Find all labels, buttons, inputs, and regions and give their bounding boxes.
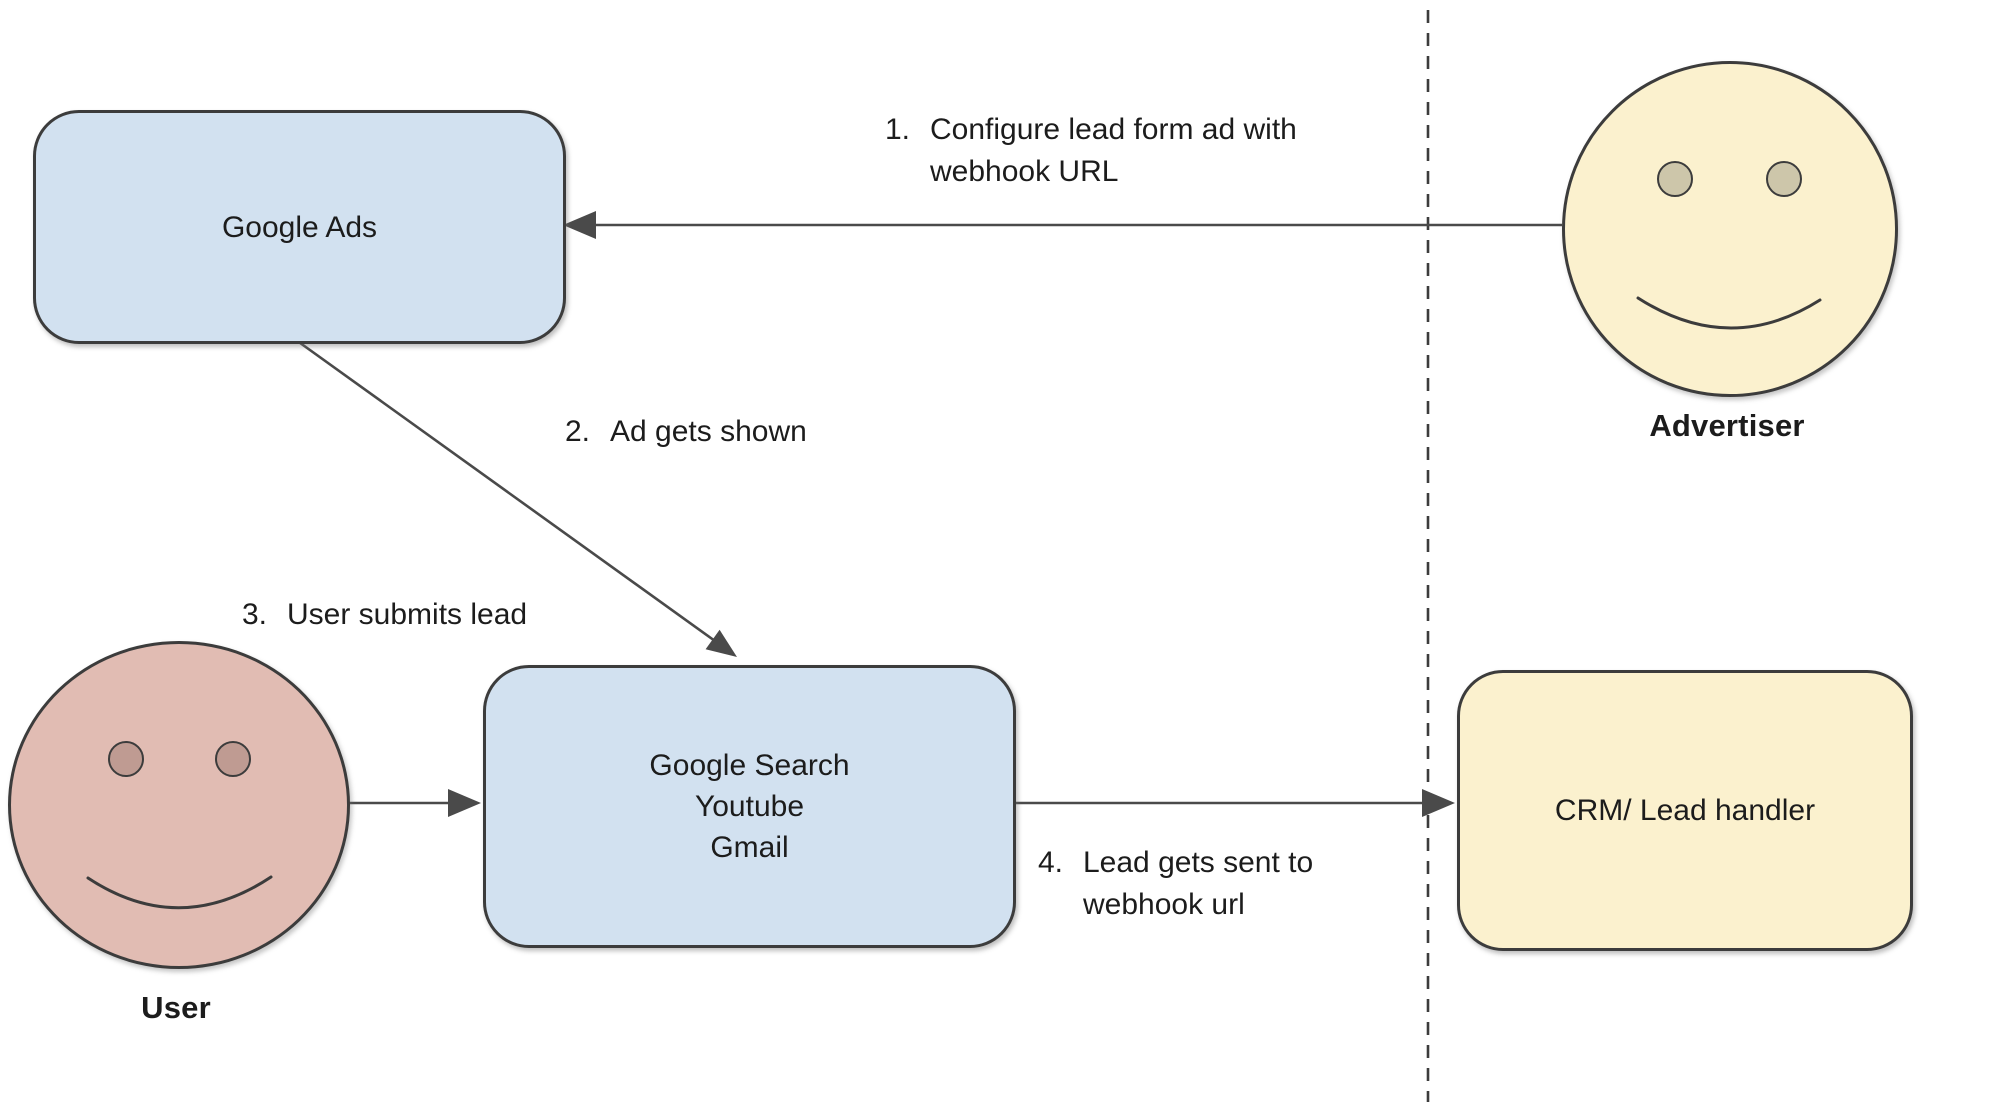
node-platforms-line1: Google Search	[649, 749, 850, 782]
advertiser-label: Advertiser	[1649, 408, 1805, 443]
node-crm-label: CRM/ Lead handler	[1554, 794, 1816, 827]
node-platforms: Google Search Youtube Gmail	[483, 665, 1016, 948]
node-platforms-line2: Youtube	[694, 790, 804, 823]
node-crm-lead-handler: CRM/ Lead handler	[1457, 670, 1913, 951]
step-3-label: 3. User submits lead	[242, 594, 527, 636]
step-1-number: 1.	[885, 113, 911, 146]
user-face-icon	[8, 641, 350, 969]
advertiser-face-icon	[1562, 61, 1898, 397]
node-google-ads: Google Ads	[33, 110, 566, 344]
node-platforms-line3: Gmail	[710, 831, 789, 864]
user-smile-icon	[86, 875, 273, 910]
user-left-eye-icon	[108, 741, 144, 777]
arrow-ad-shown-line	[295, 338, 716, 643]
step-2-number: 2.	[565, 415, 591, 448]
arrow-submit-lead-head-icon	[448, 789, 481, 817]
user-label: User	[141, 990, 211, 1025]
step-1-line2: webhook URL	[930, 155, 1119, 188]
step-4-label: 4. Lead gets sent to webhook url	[1038, 842, 1313, 926]
node-google-ads-label: Google Ads	[221, 210, 378, 244]
step-2-line1: Ad gets shown	[610, 415, 807, 448]
step-1-line1: Configure lead form ad with	[930, 113, 1297, 146]
advertiser-left-eye-icon	[1657, 161, 1693, 197]
step-4-number: 4.	[1038, 846, 1064, 879]
step-4-line1: Lead gets sent to	[1083, 846, 1314, 879]
step-3-line1: User submits lead	[287, 598, 528, 631]
advertiser-right-eye-icon	[1766, 161, 1802, 197]
step-1-label: 1. Configure lead form ad with webhook U…	[885, 109, 1297, 193]
arrow-configure-head-icon	[563, 211, 596, 239]
step-3-number: 3.	[242, 598, 268, 631]
advertiser-smile-icon	[1636, 296, 1822, 330]
step-2-label: 2. Ad gets shown	[565, 411, 807, 453]
step-4-line2: webhook url	[1083, 888, 1245, 921]
arrow-ad-shown-head-icon	[705, 629, 737, 657]
user-right-eye-icon	[215, 741, 251, 777]
arrow-webhook-head-icon	[1422, 789, 1455, 817]
